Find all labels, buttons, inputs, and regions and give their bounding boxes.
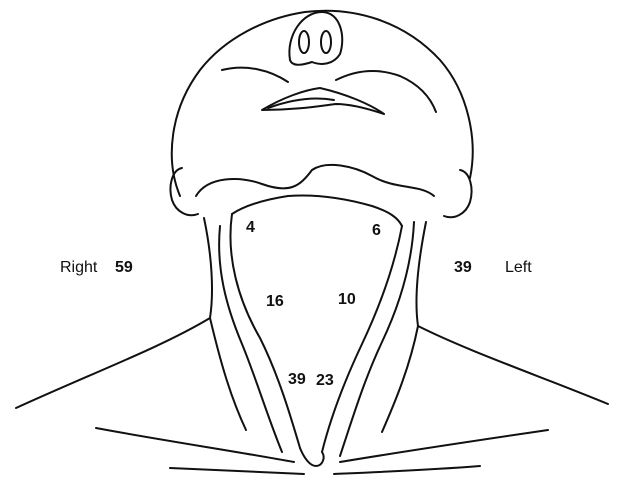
left-clavicle bbox=[340, 430, 548, 462]
left-neck-contour bbox=[416, 222, 426, 326]
region-count-upper-right: 4 bbox=[246, 219, 255, 236]
left-ear bbox=[444, 170, 472, 217]
region-count-lower-left: 23 bbox=[316, 372, 334, 389]
mouth bbox=[262, 88, 384, 114]
left-side-count: 39 bbox=[454, 259, 472, 276]
left-scm-outer bbox=[322, 226, 402, 452]
right-clavicle bbox=[96, 428, 294, 462]
right-side-count: 59 bbox=[115, 259, 133, 276]
left-scm-inner bbox=[340, 222, 414, 456]
suprasternal-notch bbox=[300, 448, 324, 466]
right-trapezius bbox=[210, 318, 246, 430]
right-cheek-contour bbox=[222, 68, 288, 82]
left-shoulder bbox=[418, 326, 608, 404]
left-trapezius bbox=[382, 326, 418, 432]
right-shoulder bbox=[16, 318, 210, 408]
left-side-label: Left bbox=[505, 259, 532, 276]
jaw-outline bbox=[196, 165, 434, 196]
right-nostril bbox=[299, 31, 309, 53]
right-clavicle-lower bbox=[170, 468, 304, 474]
region-count-mid-right: 16 bbox=[266, 293, 284, 310]
right-side-label: Right bbox=[60, 259, 98, 276]
right-scm-outer bbox=[230, 214, 300, 448]
right-neck-contour bbox=[204, 218, 212, 318]
region-count-lower-right: 39 bbox=[288, 371, 306, 388]
left-nostril bbox=[321, 31, 331, 53]
right-scm-inner bbox=[219, 226, 282, 452]
region-count-upper-left: 6 bbox=[372, 222, 381, 239]
left-clavicle-lower bbox=[334, 466, 480, 474]
nose bbox=[289, 12, 342, 65]
region-count-mid-left: 10 bbox=[338, 291, 356, 308]
